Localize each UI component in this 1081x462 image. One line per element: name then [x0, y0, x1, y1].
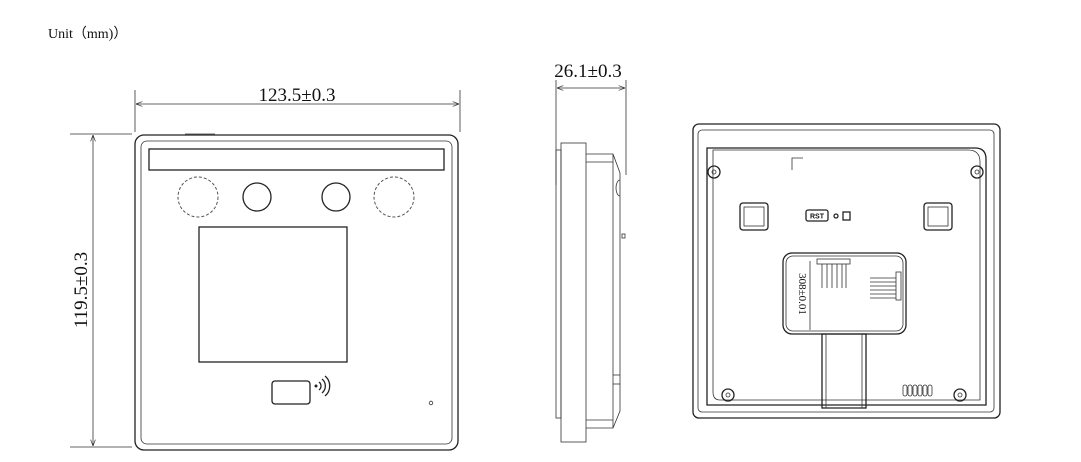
reset-hole: [833, 213, 839, 219]
camera-left: [242, 182, 272, 212]
nfc-waves-icon: [314, 375, 331, 397]
back-plate: [706, 147, 987, 406]
connector-dimension: 308±0.01: [796, 273, 808, 315]
device-outer-frame: [134, 134, 459, 451]
touch-screen: [198, 226, 348, 363]
side-front-panel: [560, 142, 587, 443]
front-view: 123.5±0.3 119.5±0.3: [70, 85, 461, 451]
vent-icon: [902, 384, 933, 397]
side-rear-housing: [586, 153, 621, 429]
cable-channel: [821, 333, 867, 409]
screw-icons: [707, 165, 984, 402]
card-reader-icon: [271, 380, 311, 405]
mount-hole-left: [739, 202, 769, 231]
rear-view: RST 308±0.01: [692, 123, 1001, 419]
rear-outer-frame: [692, 123, 1001, 419]
reset-button: [805, 209, 829, 222]
ir-light-right: [373, 176, 415, 218]
side-view: 26.1±0.3: [554, 61, 627, 443]
reset-label: RST: [810, 214, 825, 221]
camera-right: [321, 182, 351, 212]
pin-header-top: [816, 258, 851, 288]
width-dimension: 123.5±0.3: [259, 85, 336, 106]
top-light-bar: [148, 148, 445, 171]
indicator-dot: [428, 400, 434, 406]
status-indicator: [842, 211, 851, 221]
ir-light-left: [177, 176, 219, 218]
unit-label: Unit（mm)）: [48, 26, 127, 42]
height-dimension: 119.5±0.3: [71, 252, 92, 328]
depth-dimension: 26.1±0.3: [554, 61, 621, 82]
pin-header-right: [870, 271, 902, 301]
mount-hole-right: [923, 202, 953, 231]
